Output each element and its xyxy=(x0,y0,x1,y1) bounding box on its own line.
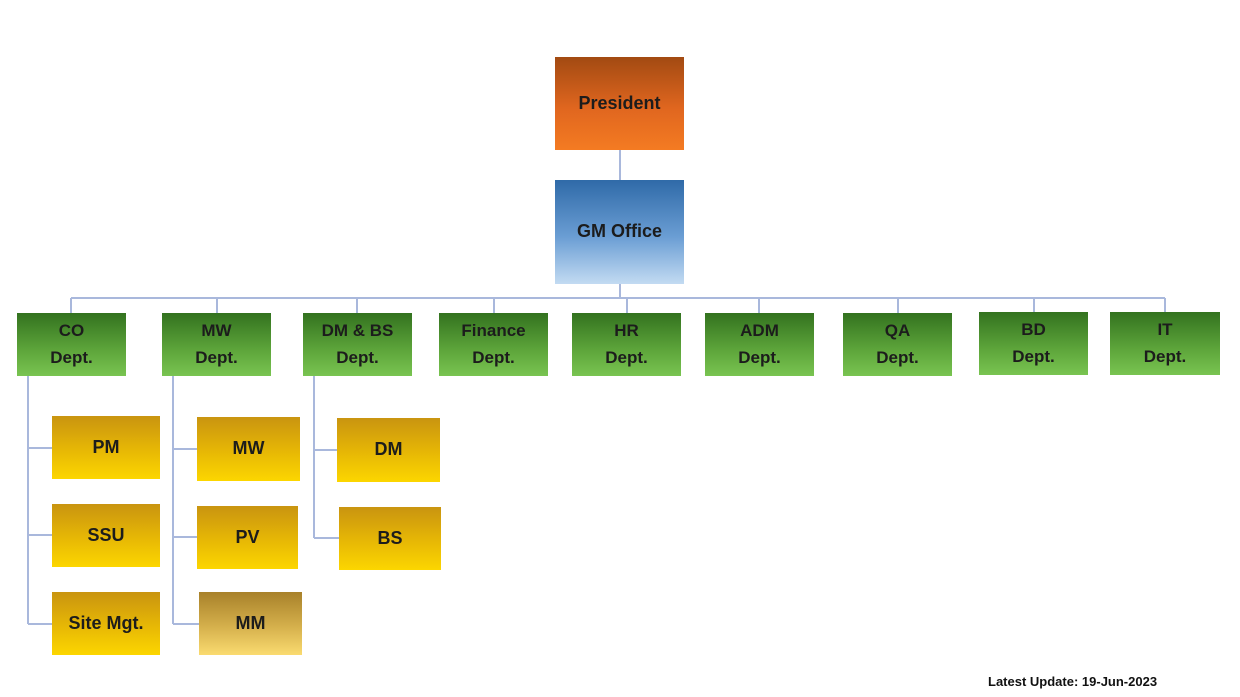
dept-name: Finance xyxy=(461,321,526,341)
dept-hr: HR Dept. xyxy=(572,313,681,376)
dept-name: BD xyxy=(1021,320,1046,340)
dept-name: CO xyxy=(58,321,85,341)
dept-suffix: Dept. xyxy=(738,347,781,367)
unit-label: SSU xyxy=(87,524,125,545)
dept-suffix: Dept. xyxy=(1012,346,1055,366)
dept-suffix: Dept. xyxy=(195,347,238,367)
unit-label: MM xyxy=(235,612,266,633)
dept-name: ADM xyxy=(740,321,779,341)
president-label: President xyxy=(578,92,661,113)
dept-suffix: Dept. xyxy=(876,347,919,367)
latest-update-text: Latest Update: 19-Jun-2023 xyxy=(988,674,1158,689)
dept-adm: ADM Dept. xyxy=(705,313,814,376)
dept-bd: BD Dept. xyxy=(979,312,1088,375)
unit-mw: MW xyxy=(197,417,300,481)
dept-suffix: Dept. xyxy=(1143,346,1187,366)
unit-label: Site Mgt. xyxy=(68,612,144,633)
unit-site-mgt: Site Mgt. xyxy=(52,592,160,655)
dept-dm-bs: DM & BS Dept. xyxy=(303,313,412,376)
unit-mm: MM xyxy=(199,592,302,655)
dept-name: DM & BS xyxy=(321,321,394,341)
dept-name: IT xyxy=(1157,320,1173,340)
unit-label: BS xyxy=(377,527,403,548)
dept-co: CO Dept. xyxy=(17,313,126,376)
unit-label: MW xyxy=(232,438,265,459)
unit-pv: PV xyxy=(197,506,298,569)
dept-suffix: Dept. xyxy=(472,347,515,367)
dept-finance: Finance Dept. xyxy=(439,313,548,376)
dept-suffix: Dept. xyxy=(605,347,648,367)
dept-suffix: Dept. xyxy=(50,347,93,367)
dept-name: QA xyxy=(884,321,911,341)
dept-name: HR xyxy=(614,321,639,341)
gm-office-box: GM Office xyxy=(555,180,684,284)
unit-ssu: SSU xyxy=(52,504,160,567)
unit-pm: PM xyxy=(52,416,160,479)
unit-bs: BS xyxy=(339,507,441,570)
unit-dm: DM xyxy=(337,418,440,482)
dept-qa: QA Dept. xyxy=(843,313,952,376)
dept-suffix: Dept. xyxy=(336,347,379,367)
gm-office-label: GM Office xyxy=(576,221,662,242)
unit-label: PM xyxy=(92,436,120,457)
president-box: President xyxy=(555,57,684,150)
unit-label: PV xyxy=(235,526,260,547)
dept-it: IT Dept. xyxy=(1110,312,1220,375)
dept-name: MW xyxy=(201,321,232,341)
dept-mw: MW Dept. xyxy=(162,313,271,376)
unit-label: DM xyxy=(374,439,403,460)
